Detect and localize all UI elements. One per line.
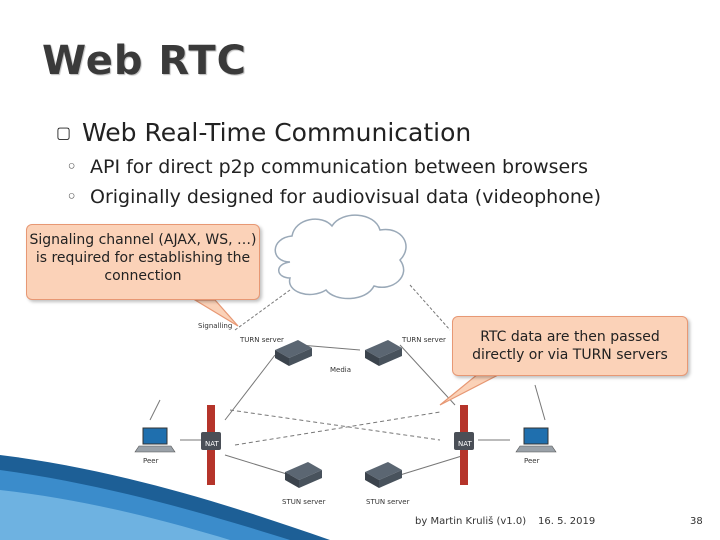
slide-title: Web RTC [42, 38, 248, 84]
nat-firewall-left-icon [201, 405, 221, 485]
signalling-label: Signalling [198, 322, 232, 330]
nat-firewall-right-icon [454, 405, 474, 485]
footer-page-number: 38 [690, 516, 703, 527]
main-bullet: ▢ Web Real-Time Communication [56, 118, 471, 147]
peer-laptop-left-icon [134, 427, 176, 453]
bullet-arrow-icon: ▢ [56, 123, 72, 142]
nat-right-label: NAT [458, 440, 472, 448]
turn-server-right-icon [365, 340, 402, 366]
rtc-callout-tail [439, 373, 501, 406]
footer-date: 16. 5. 2019 [538, 516, 596, 527]
stun-server-left-label: STUN server [282, 498, 326, 506]
diagram-links [149, 284, 546, 476]
turn-server-left-icon [275, 340, 312, 366]
signaling-callout: Signaling channel (AJAX, WS, …) is requi… [26, 224, 260, 300]
stun-server-right-icon [365, 462, 402, 488]
sub-bullet-marker: ◦ [66, 156, 78, 178]
turn-server-left-label: TURN server [239, 336, 284, 344]
sub-bullet-1: ◦ API for direct p2p communication betwee… [66, 156, 588, 178]
sub-bullet-text: Originally designed for audiovisual data… [90, 186, 601, 208]
main-bullet-text: Web Real-Time Communication [82, 118, 472, 147]
rtc-callout: RTC data are then passed directly or via… [452, 316, 688, 376]
turn-server-right-label: TURN server [401, 336, 446, 344]
peer-laptop-right-icon [515, 427, 557, 453]
corner-swoosh-decoration [0, 455, 330, 540]
peer-right-label: Peer [524, 457, 540, 465]
stun-server-right-label: STUN server [366, 498, 410, 506]
sub-bullet-text: API for direct p2p communication between… [90, 156, 588, 178]
stun-server-left-icon [285, 462, 322, 488]
nat-left-label: NAT [205, 440, 219, 448]
sub-bullet-marker: ◦ [66, 186, 78, 208]
sub-bullet-2: ◦ Originally designed for audiovisual dat… [66, 186, 601, 208]
media-label: Media [330, 366, 351, 374]
cloud-icon [274, 214, 407, 300]
footer-author: by Martin Kruliš (v1.0) [415, 516, 527, 527]
peer-left-label: Peer [143, 457, 159, 465]
signaling-callout-tail [192, 299, 239, 327]
